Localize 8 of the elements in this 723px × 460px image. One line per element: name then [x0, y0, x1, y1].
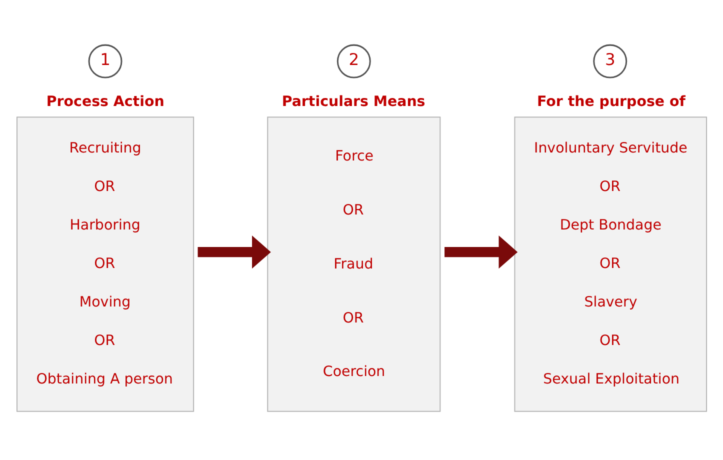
- node-circle: 3: [593, 44, 628, 78]
- arrow: [198, 236, 271, 269]
- node-label: Process Action: [46, 94, 164, 110]
- arrow: [444, 236, 518, 269]
- node-label: Particulars Means: [282, 94, 426, 110]
- node-label: For the purpose of: [537, 94, 686, 110]
- node-circle: 2: [336, 44, 371, 78]
- node-circle: 1: [88, 44, 122, 78]
